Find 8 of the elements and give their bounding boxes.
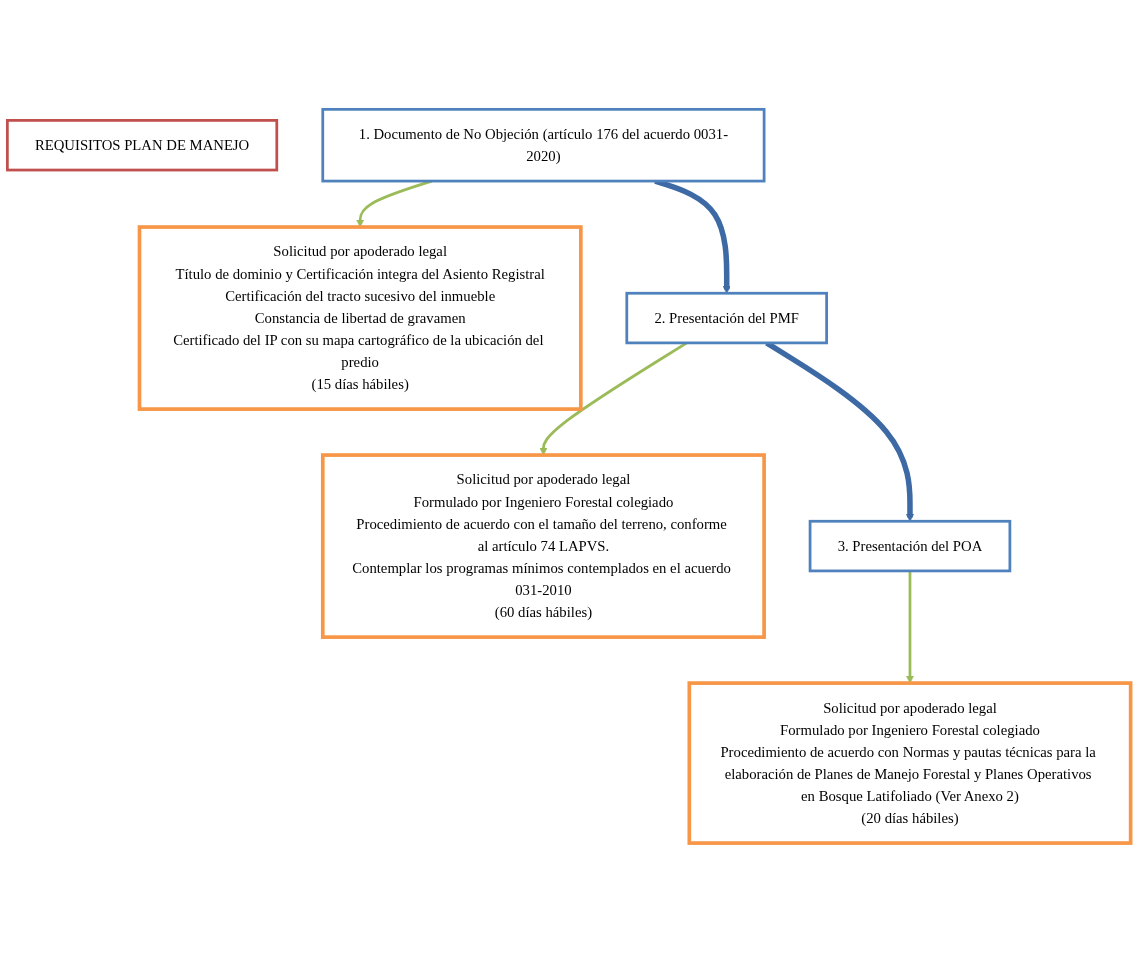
node-box: 1. Documento de No Objeción (artículo 176 del acuerdo 0031-2020) (321, 108, 766, 183)
node-box: 2. Presentación del PMF (625, 292, 828, 345)
node-box: Solicitud por apoderado legal Formulado por Ingeniero Forestal colegiado Procedimiento de acuerdo con el tamaño del terreno, conforme al artículo 74 LAPVS. Contemplar los programas mínimos contemplados en el acuerdo 031-2010 (60 días hábiles) (320, 453, 766, 640)
node-box: 3. Presentación del POA (808, 520, 1012, 573)
node-box: REQUISITOS PLAN DE MANEJO (6, 119, 279, 172)
arrow (905, 571, 914, 684)
node-box: Solicitud por apoderado legal Formulado por Ingeniero Forestal colegiado Procedimiento de acuerdo con Normas y pautas técnicas para la elaboración de Planes de Manejo Forestal y Planes Operativos en Bosque Latifoliado (Ver Anexo 2) (20 días hábiles) (687, 681, 1133, 846)
node-box: Solicitud por apoderado legal Título de dominio y Certificación integra del Asiento Registral Certificación del tracto sucesivo del inmueble Constancia de libertad de gravamen Certificado del IP con su mapa cartográfico de la ubicación del predio (15 días hábiles) (137, 225, 583, 412)
